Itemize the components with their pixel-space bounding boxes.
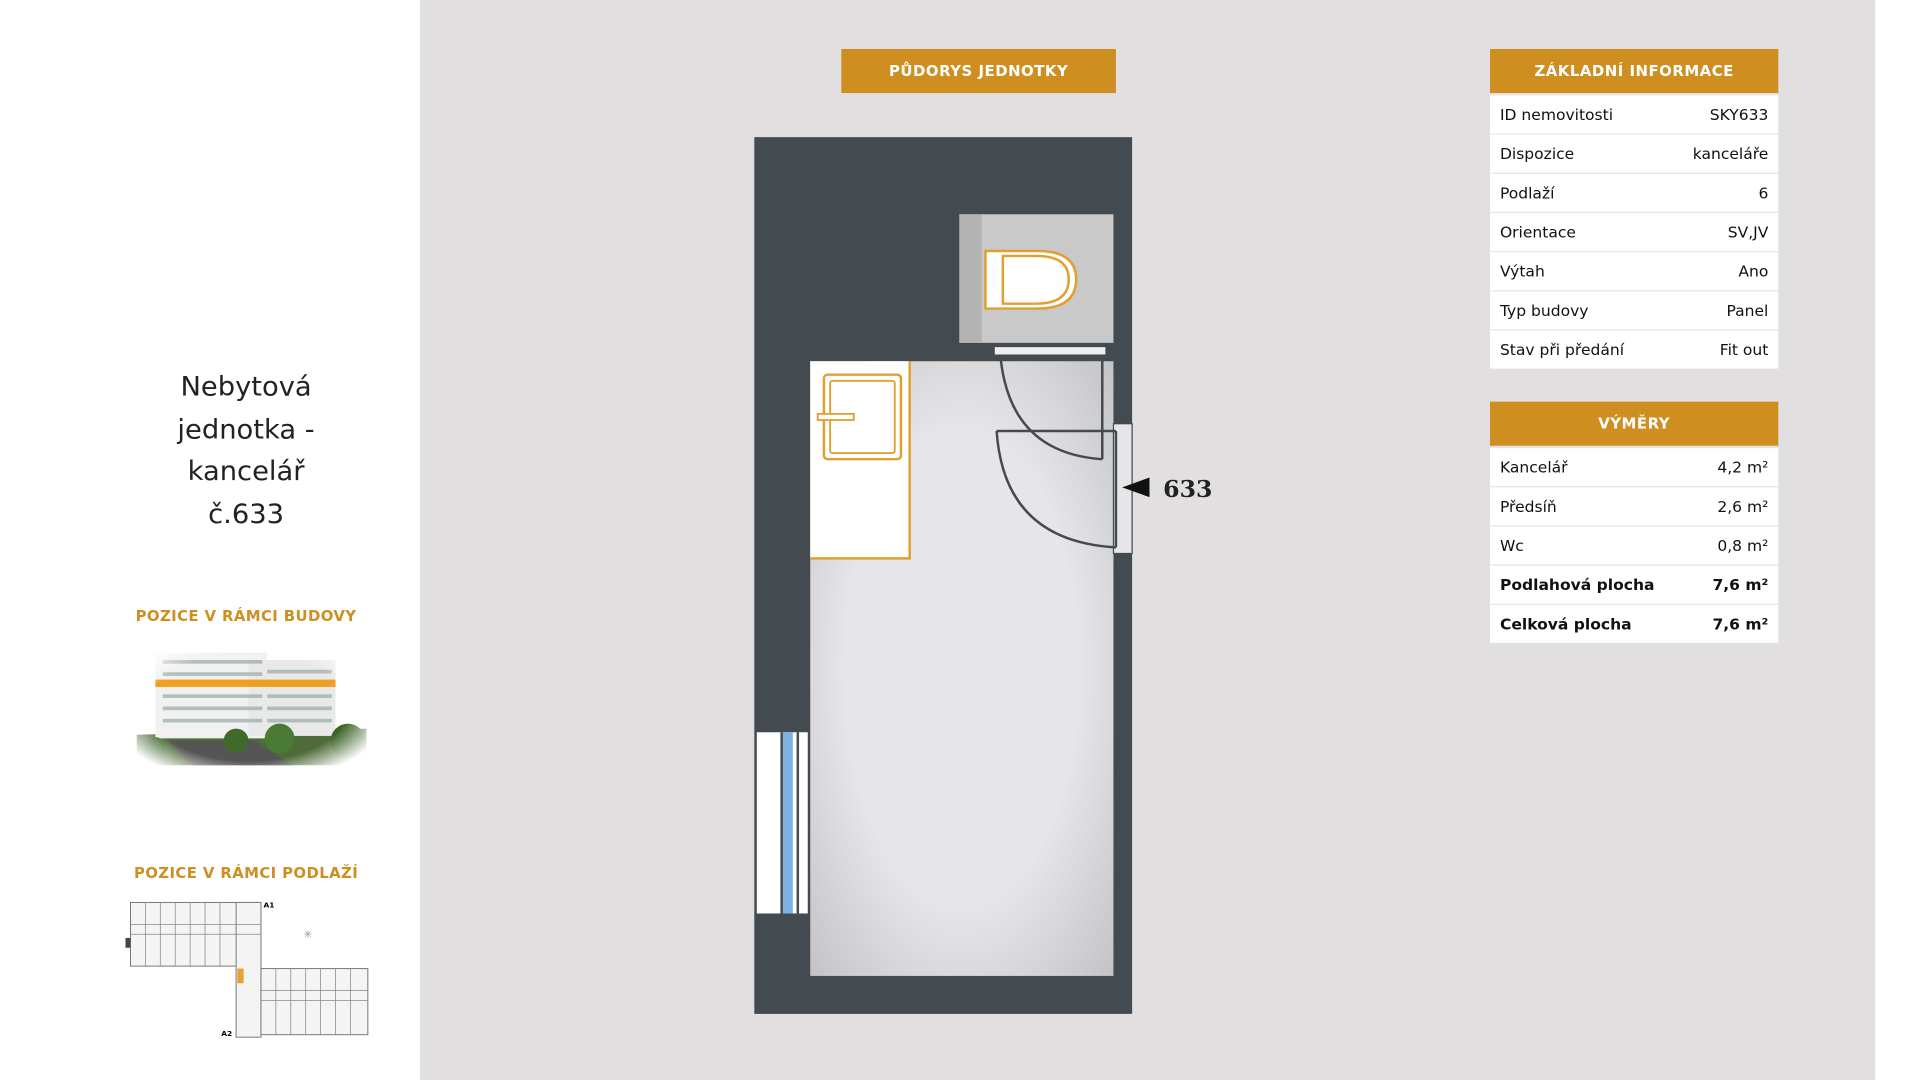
row-value: Ano [1738, 262, 1769, 281]
table-row: Podlaží 6 [1489, 172, 1779, 212]
wing-label-a2: A2 [221, 1029, 232, 1038]
entrance-arrow-icon [1122, 477, 1150, 498]
title-line: jednotka - [177, 414, 315, 446]
floorplan-heading: PŮDORYS JEDNOTKY [841, 48, 1116, 94]
table-row: Typ budovy Panel [1489, 290, 1779, 330]
row-label: Podlahová plocha [1499, 575, 1655, 594]
row-label: Výtah [1499, 262, 1545, 281]
table-row: Celková plocha 7,6 m² [1489, 603, 1779, 643]
row-label: Stav při předání [1499, 340, 1625, 359]
table-row: Předsíň 2,6 m² [1489, 486, 1779, 526]
basic-info-heading: ZÁKLADNÍ INFORMACE [1489, 48, 1779, 94]
table-row: Dispozice kanceláře [1489, 133, 1779, 173]
row-value: Panel [1726, 301, 1769, 320]
row-value: kanceláře [1692, 144, 1769, 163]
row-label: ID nemovitosti [1499, 105, 1614, 124]
table-row: Výtah Ano [1489, 251, 1779, 291]
table-row: Orientace SV,JV [1489, 211, 1779, 252]
row-label: Wc [1499, 536, 1524, 555]
title-line: Nebytová [180, 372, 312, 403]
compass-icon: ✳ [303, 928, 312, 941]
floor-schematic: A1 A2 ✳ [125, 900, 369, 1038]
row-value: 7,6 m² [1712, 575, 1769, 594]
unit-marker [237, 968, 244, 984]
floor-position-heading: POZICE V RÁMCI PODLAŽÍ [133, 864, 359, 882]
unit-title: Nebytová jednotka - kancelář č.633 [75, 367, 418, 536]
row-value: 6 [1758, 183, 1769, 203]
row-value: Fit out [1719, 340, 1769, 359]
unit-number-label: 633 [1163, 475, 1212, 503]
row-label: Celková plocha [1499, 614, 1632, 634]
row-label: Podlaží [1499, 183, 1555, 203]
row-label: Předsíň [1499, 497, 1557, 516]
areas-heading: VÝMĚRY [1489, 401, 1779, 446]
row-label: Orientace [1499, 222, 1576, 242]
wing-label-a1: A1 [263, 900, 274, 909]
row-label: Typ budovy [1499, 301, 1589, 320]
table-row: Kancelář 4,2 m² [1489, 446, 1779, 487]
title-line: kancelář [187, 456, 305, 488]
table-row: Stav při předání Fit out [1489, 329, 1779, 369]
left-panel [0, 0, 421, 1080]
row-value: SV,JV [1727, 222, 1769, 242]
toilet-icon [984, 249, 1078, 310]
row-value: 4,2 m² [1717, 457, 1769, 477]
window [756, 732, 808, 914]
title-line: č.633 [208, 498, 285, 530]
row-value: 7,6 m² [1712, 614, 1769, 634]
table-row: Wc 0,8 m² [1489, 525, 1779, 565]
areas-table: Kancelář 4,2 m² Předsíň 2,6 m² Wc 0,8 m² Podla… [1489, 446, 1779, 643]
row-value: 0,8 m² [1717, 536, 1769, 555]
building-image [130, 642, 367, 772]
table-row: Podlahová plocha 7,6 m² [1489, 564, 1779, 604]
table-row: ID nemovitosti SKY633 [1489, 94, 1779, 134]
row-value: SKY633 [1709, 105, 1769, 124]
sink-counter [810, 361, 911, 560]
row-value: 2,6 m² [1717, 497, 1769, 516]
row-label: Kancelář [1499, 457, 1568, 477]
building-position-heading: POZICE V RÁMCI BUDOVY [135, 607, 357, 625]
entrance-door [995, 423, 1133, 555]
row-label: Dispozice [1499, 144, 1575, 163]
